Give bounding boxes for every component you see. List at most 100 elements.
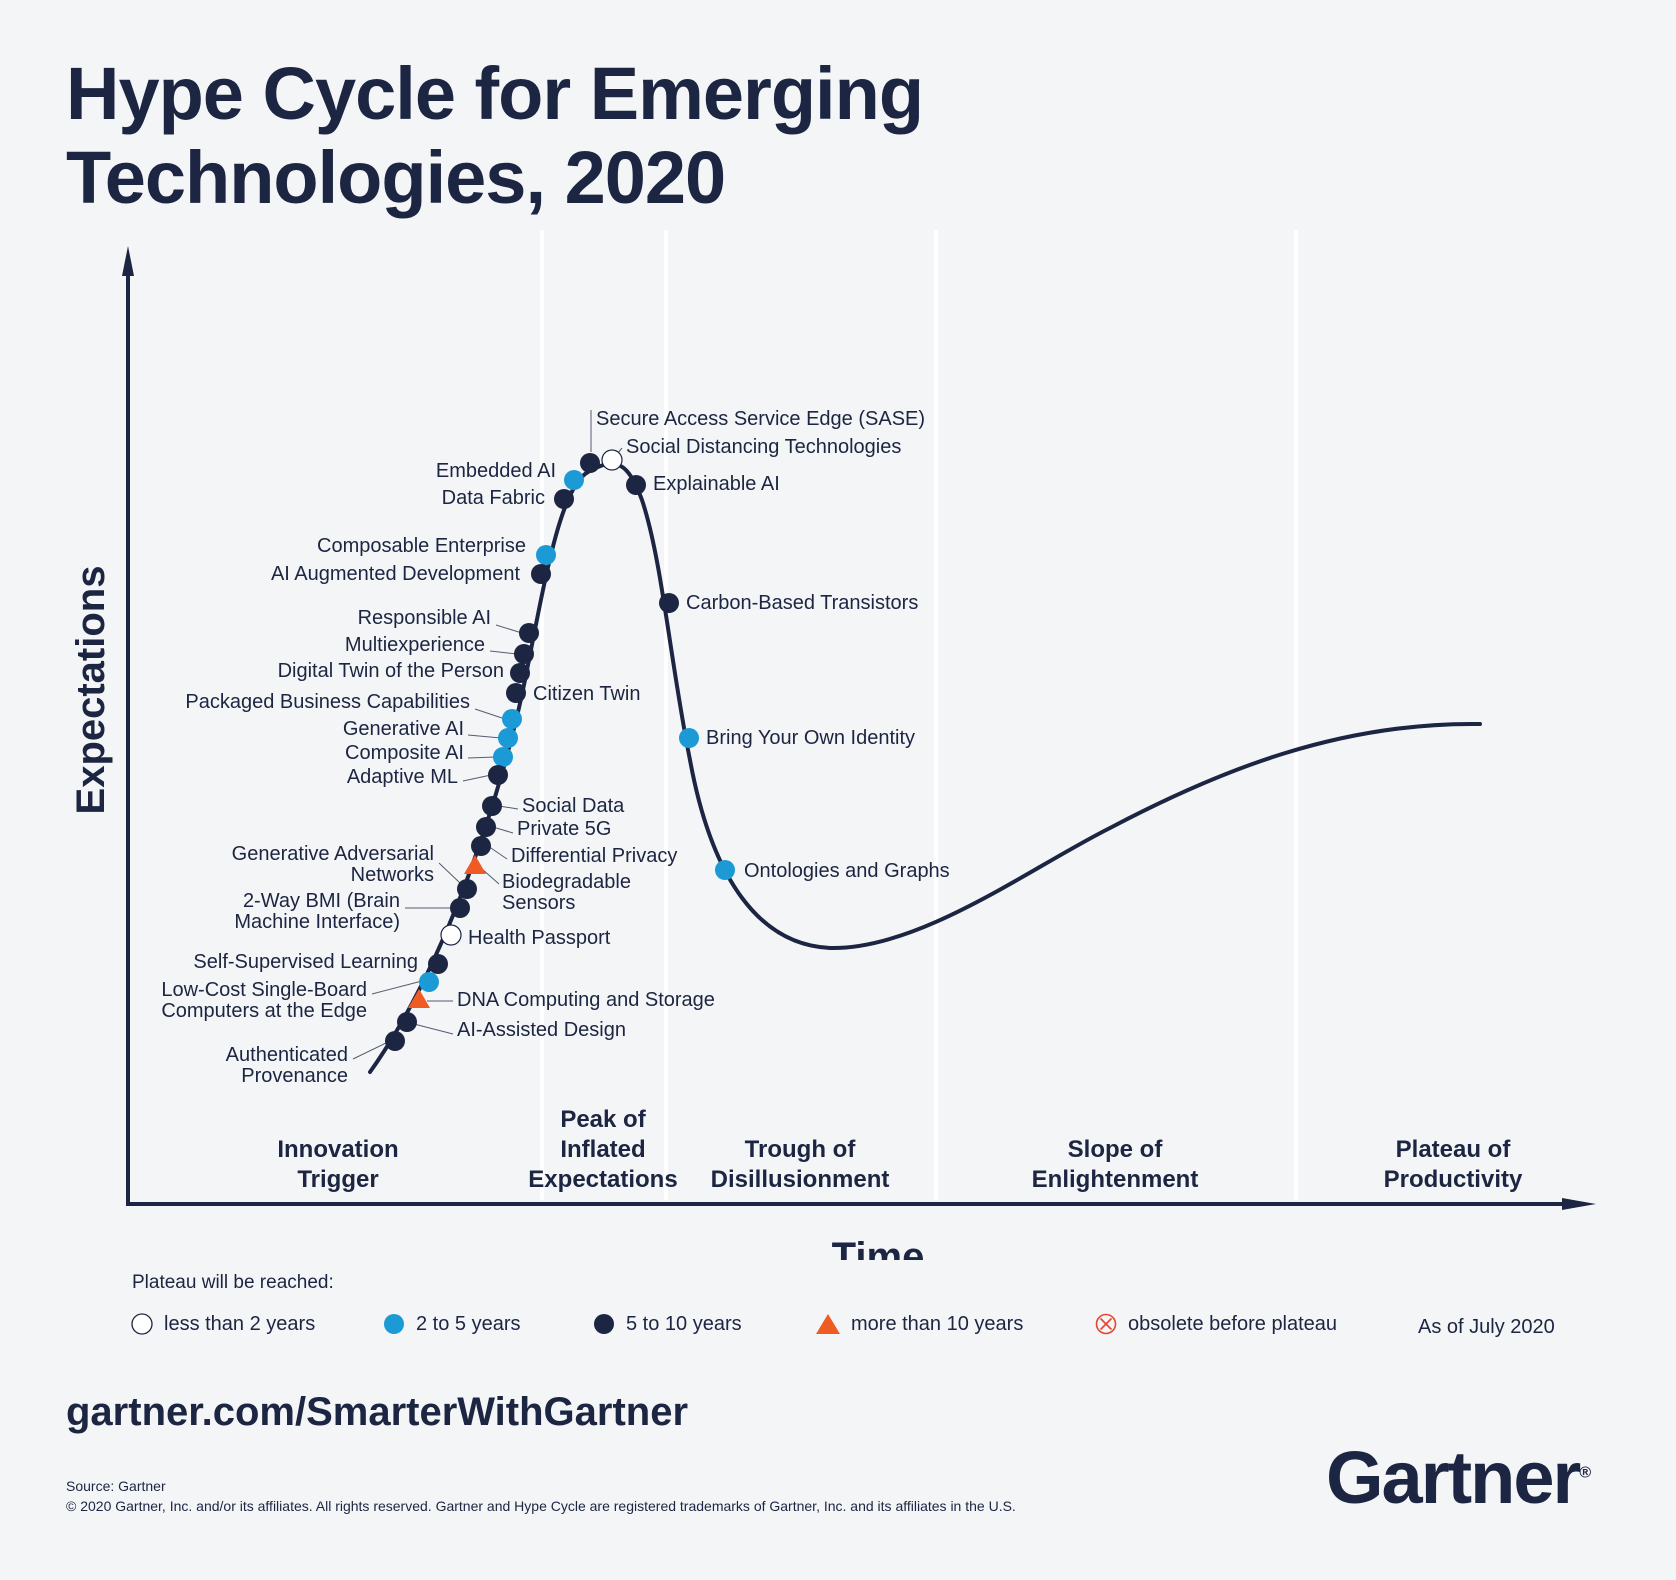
title-line-2: Technologies, 2020 [66,136,726,219]
marker-social-data [482,796,502,816]
tech-label-citizen-twin: Citizen Twin [533,683,640,705]
tech-label-data-fabric: Data Fabric [442,487,545,509]
legend-item-2-to-5-years: 2 to 5 years [382,1312,521,1336]
marker-low-cost-single-board-computers-at-the-edge [419,972,439,992]
gartner-logo: Gartner® [1326,1435,1591,1520]
hollow-circle-icon [131,1313,153,1335]
tech-label-dna-computing-and-storage: DNA Computing and Storage [457,989,715,1011]
tech-label-social-data: Social Data [522,795,625,817]
marker-data-fabric [554,489,574,509]
marker-responsible-ai [519,623,539,643]
tech-label-private-5g: Private 5G [517,818,611,840]
footer-url-link[interactable]: gartner.com/SmarterWithGartner [66,1390,689,1434]
marker-embedded-ai [564,470,584,490]
leader-line-biodegradable-sensors [481,868,500,885]
gartner-logo-text: Gartner [1326,1436,1581,1519]
registered-mark: ® [1579,1464,1592,1482]
orange-triangle-icon [816,1314,840,1334]
tech-label-ai-assisted-design: AI-Assisted Design [457,1019,626,1041]
marker-differential-privacy [471,836,491,856]
source-note: Source: Gartner [66,1478,166,1494]
marker-carbon-based-transistors [659,593,679,613]
tech-label-secure-access-service-edge-sase: Secure Access Service Edge (SASE) [596,408,925,430]
tech-label-health-passport: Health Passport [468,927,611,949]
leader-line-generative-adversarial-networks [438,862,461,884]
leader-line-private-5g [492,826,514,834]
leader-line-packaged-business-capabilities [474,708,506,720]
marker-citizen-twin [506,683,526,703]
legend-item-5-to-10-years: 5 to 10 years [592,1312,742,1336]
leader-line-generative-ai [467,734,502,739]
legend-item-less-than-2-years: less than 2 years [130,1312,315,1336]
legend-item-more-than-10-years: more than 10 years [815,1312,1023,1336]
tech-label-generative-ai: Generative AI [343,718,464,740]
leader-line-ai-assisted-design [413,1023,454,1035]
marker-generative-ai [498,728,518,748]
marker-2-way-bmi-brain-machine-interface [450,898,470,918]
tech-label-ai-augmented-development: AI Augmented Development [271,563,520,585]
marker-packaged-business-capabilities [502,709,522,729]
leader-line-composite-ai [467,756,497,759]
tech-label-self-supervised-learning: Self-Supervised Learning [193,951,418,973]
y-axis-arrowhead [122,246,134,276]
y-axis-label: Expectations [69,566,113,815]
marker-ai-assisted-design [397,1012,417,1032]
tech-label-adaptive-ml: Adaptive ML [347,766,458,788]
tech-label-embedded-ai: Embedded AI [436,460,556,482]
marker-digital-twin-of-the-person [510,663,530,683]
marker-health-passport [440,924,462,946]
leader-line-responsible-ai [495,624,523,634]
legend-label: 5 to 10 years [626,1312,742,1335]
tech-label-composite-ai: Composite AI [345,742,464,764]
light-blue-circle-icon [384,1314,404,1334]
tech-label-digital-twin-of-the-person: Digital Twin of the Person [278,660,504,682]
legend-label: more than 10 years [851,1312,1024,1335]
marker-multiexperience [514,644,534,664]
tech-label-packaged-business-capabilities: Packaged Business Capabilities [185,691,470,713]
chart-title: Hype Cycle for Emerging Technologies, 20… [66,52,1166,220]
legend-label: 2 to 5 years [416,1312,521,1335]
marker-generative-adversarial-networks [457,879,477,899]
marker-triangle-biodegradable-sensors [464,855,486,874]
leader-line-multiexperience [489,650,518,655]
marker-composite-ai [493,747,513,767]
marker-social-distancing-technologies [601,449,623,471]
marker-explainable-ai [626,475,646,495]
tech-label-differential-privacy: Differential Privacy [511,845,677,867]
marker-authenticated-provenance [385,1031,405,1051]
tech-label-bring-your-own-identity: Bring Your Own Identity [706,727,915,749]
marker-private-5g [476,817,496,837]
title-line-1: Hype Cycle for Emerging [66,52,924,135]
tech-label-composable-enterprise: Composable Enterprise [317,535,526,557]
crossed-circle-icon [1095,1313,1117,1335]
tech-label-ontologies-and-graphs: Ontologies and Graphs [744,860,950,882]
leader-line-authenticated-provenance [352,1041,389,1060]
leader-line-differential-privacy [487,845,508,860]
legend-title: Plateau will be reached: [132,1272,334,1293]
tech-label-carbon-based-transistors: Carbon-Based Transistors [686,592,918,614]
legend-label: obsolete before plateau [1128,1312,1338,1335]
marker-adaptive-ml [488,765,508,785]
marker-secure-access-service-edge-sase [580,453,600,473]
x-axis-label: Time [832,1235,925,1260]
leader-line-social-data [498,805,519,810]
tech-label-social-distancing-technologies: Social Distancing Technologies [626,436,901,458]
dark-navy-circle-icon [594,1314,614,1334]
leader-line-adaptive-ml [462,774,492,782]
leader-line-low-cost-single-board-computers-at-the-edge [371,980,423,995]
marker-self-supervised-learning [428,954,448,974]
tech-label-multiexperience: Multiexperience [345,634,485,656]
legend-item-obsolete-before-plateau: obsolete before plateau [1094,1312,1337,1336]
marker-bring-your-own-identity [679,728,699,748]
